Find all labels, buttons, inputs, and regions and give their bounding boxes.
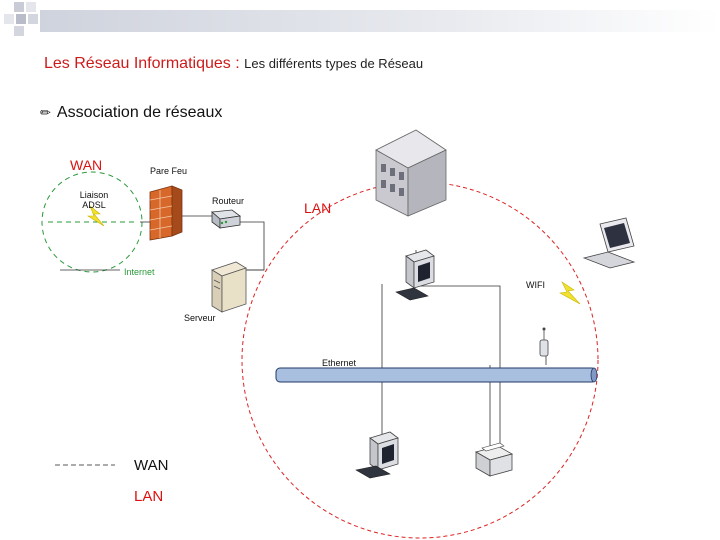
section-label: Association de réseaux (56, 104, 223, 121)
title-main: Les Réseau Informatiques (44, 55, 231, 72)
legend-lan-label: LAN (134, 488, 164, 505)
ethernet-label: Ethernet (322, 358, 357, 368)
wan-zone-label: WAN (70, 157, 103, 173)
router-icon (211, 209, 242, 229)
desktop-computer-icon (395, 249, 435, 301)
corner-decoration (4, 2, 38, 36)
router-label: Routeur (212, 196, 245, 206)
laptop-icon (582, 217, 636, 269)
pencil-icon: ✏ (40, 105, 51, 120)
section-heading: ✏ Association de réseaux (40, 104, 222, 122)
internet-label: Internet (124, 267, 155, 277)
building-icon (375, 129, 447, 217)
title-subtitle: Les différents types de Réseau (244, 56, 424, 71)
firewall-icon (149, 185, 183, 241)
ethernet-bus (275, 367, 598, 383)
wifi-access-point-icon (539, 327, 549, 357)
printer-icon (474, 442, 514, 477)
header-band (40, 10, 720, 32)
lan-boundary (241, 181, 599, 539)
server-icon (211, 261, 247, 313)
legend-wan-label: WAN (134, 457, 169, 474)
server-label: Serveur (184, 313, 216, 323)
adsl-label-line1: Liaison (79, 190, 109, 200)
wifi-label: WIFI (526, 280, 545, 290)
desktop-computer-icon-2 (355, 431, 399, 479)
adsl-label-line2: ADSL (82, 200, 106, 210)
lan-zone-label: LAN (304, 200, 332, 216)
slide-title: Les Réseau Informatiques : Les différent… (44, 55, 423, 73)
title-separator: : (230, 55, 245, 72)
wifi-lightning-icon (559, 281, 581, 305)
firewall-label: Pare Feu (150, 166, 188, 176)
adsl-lightning-icon (86, 205, 105, 227)
